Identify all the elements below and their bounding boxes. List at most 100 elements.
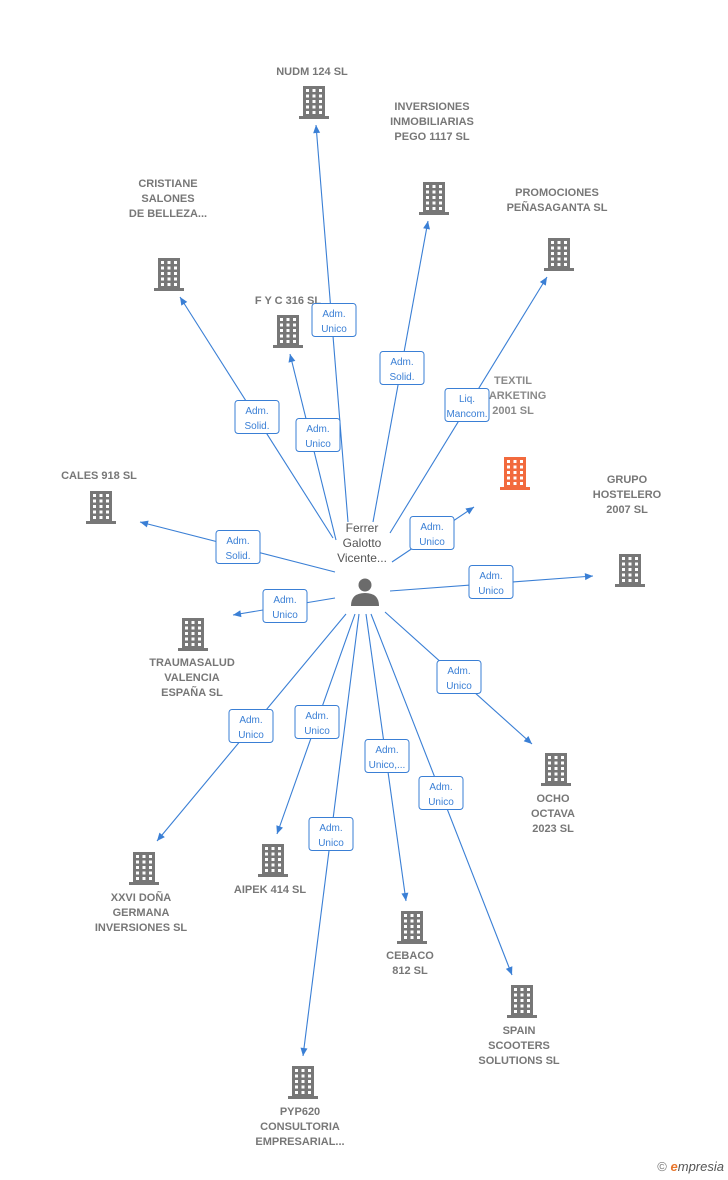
building-icon[interactable] — [507, 985, 537, 1018]
company-name-line: CEBACO — [386, 950, 434, 962]
role-badge-box — [364, 739, 410, 773]
company-name-line: XXVI DOÑA — [111, 891, 172, 904]
role-badge[interactable]: Adm.Unico — [311, 303, 357, 337]
building-icon[interactable] — [299, 86, 329, 119]
building-icon[interactable] — [419, 182, 449, 215]
company-name[interactable]: CALES 918 SL — [61, 470, 137, 482]
footer-brand: © empresia — [657, 1159, 724, 1174]
role-badge[interactable]: Adm. Solid. — [379, 351, 425, 385]
role-text: Adm. — [390, 357, 413, 368]
role-badge-box — [379, 351, 425, 385]
building-icon[interactable] — [500, 457, 530, 490]
building-icon[interactable] — [397, 911, 427, 944]
company-node-promociones[interactable]: PROMOCIONES PEÑASAGANTA SL — [507, 187, 608, 271]
arrowhead-icon — [313, 125, 321, 134]
role-badge[interactable]: Liq.Mancom. — [444, 388, 490, 422]
role-badge[interactable]: Adm.Unico — [308, 817, 354, 851]
building-icon[interactable] — [258, 844, 288, 877]
company-node-aipek[interactable]: AIPEK 414 SL — [234, 844, 306, 896]
company-name[interactable]: PROMOCIONES PEÑASAGANTA SL — [507, 187, 608, 214]
company-name-line: 812 SL — [392, 965, 428, 977]
role-badge[interactable]: Adm.Unico — [418, 776, 464, 810]
building-icon[interactable] — [178, 618, 208, 651]
building-icon[interactable] — [154, 258, 184, 291]
building-icon[interactable] — [288, 1066, 318, 1099]
company-name-line: PYP620 — [280, 1106, 320, 1118]
company-name[interactable]: CEBACO 812 SL — [386, 950, 434, 977]
role-text: Solid. — [389, 372, 414, 383]
role-badge[interactable]: Adm.Unico,... — [364, 739, 410, 773]
role-text: Adm. — [429, 782, 452, 793]
role-badge-box — [436, 660, 482, 694]
role-text: Unico — [446, 681, 472, 692]
company-name-line: NUDM 124 SL — [276, 66, 348, 78]
company-name-line: OCHO — [537, 793, 570, 805]
company-name[interactable]: F Y C 316 SL — [255, 295, 322, 307]
arrowhead-icon — [300, 1047, 308, 1056]
building-icon[interactable] — [273, 315, 303, 348]
company-name-line: TEXTIL — [494, 375, 532, 387]
arrowhead-icon — [539, 277, 547, 286]
role-badge[interactable]: Adm.Unico — [409, 516, 455, 550]
company-name-line: EMPRESARIAL... — [255, 1136, 344, 1148]
company-name-line: PROMOCIONES — [515, 187, 599, 199]
company-node-cebaco[interactable]: CEBACO 812 SL — [386, 911, 434, 977]
role-badge-box — [409, 516, 455, 550]
company-name-line: 2023 SL — [532, 823, 574, 835]
person-icon[interactable] — [351, 578, 379, 607]
company-name-line: SCOOTERS — [488, 1040, 550, 1052]
company-name-line: ESPAÑA SL — [161, 686, 223, 699]
company-name-line: GRUPO — [607, 474, 648, 486]
role-badge[interactable]: Adm.Solid. — [215, 530, 261, 564]
arrowhead-icon — [584, 573, 593, 581]
role-text: Mancom. — [446, 409, 487, 420]
company-name-line: MARKETING — [480, 390, 547, 402]
company-node-cales[interactable]: CALES 918 SL — [61, 470, 137, 524]
company-name-line: PEÑASAGANTA SL — [507, 201, 608, 214]
role-badge[interactable]: Adm.Unico — [228, 709, 274, 743]
role-badge-box — [418, 776, 464, 810]
company-node-nudm[interactable]: NUDM 124 SL — [276, 66, 348, 119]
building-icon[interactable] — [541, 753, 571, 786]
company-name[interactable]: AIPEK 414 SL — [234, 884, 306, 896]
role-badge[interactable]: Adm.Unico — [295, 418, 341, 452]
building-icon[interactable] — [86, 491, 116, 524]
role-badge[interactable]: Adm.Unico — [468, 565, 514, 599]
role-badge[interactable]: Adm.Unico — [436, 660, 482, 694]
role-badge[interactable]: Adm.Solid. — [234, 400, 280, 434]
company-name-line: CONSULTORIA — [260, 1121, 340, 1133]
arrowhead-icon — [401, 892, 409, 901]
company-node-fyc[interactable]: F Y C 316 SL — [255, 295, 322, 348]
arrowhead-icon — [276, 825, 283, 834]
role-badge[interactable]: Adm.Unico — [262, 589, 308, 623]
role-text: Unico — [318, 838, 344, 849]
arrowhead-icon — [140, 520, 149, 528]
company-name[interactable]: NUDM 124 SL — [276, 66, 348, 78]
role-badge[interactable]: Adm.Unico — [294, 705, 340, 739]
building-icon[interactable] — [129, 852, 159, 885]
building-icon[interactable] — [615, 554, 645, 587]
company-name-line: SPAIN — [503, 1025, 536, 1037]
building-icon[interactable] — [544, 238, 574, 271]
